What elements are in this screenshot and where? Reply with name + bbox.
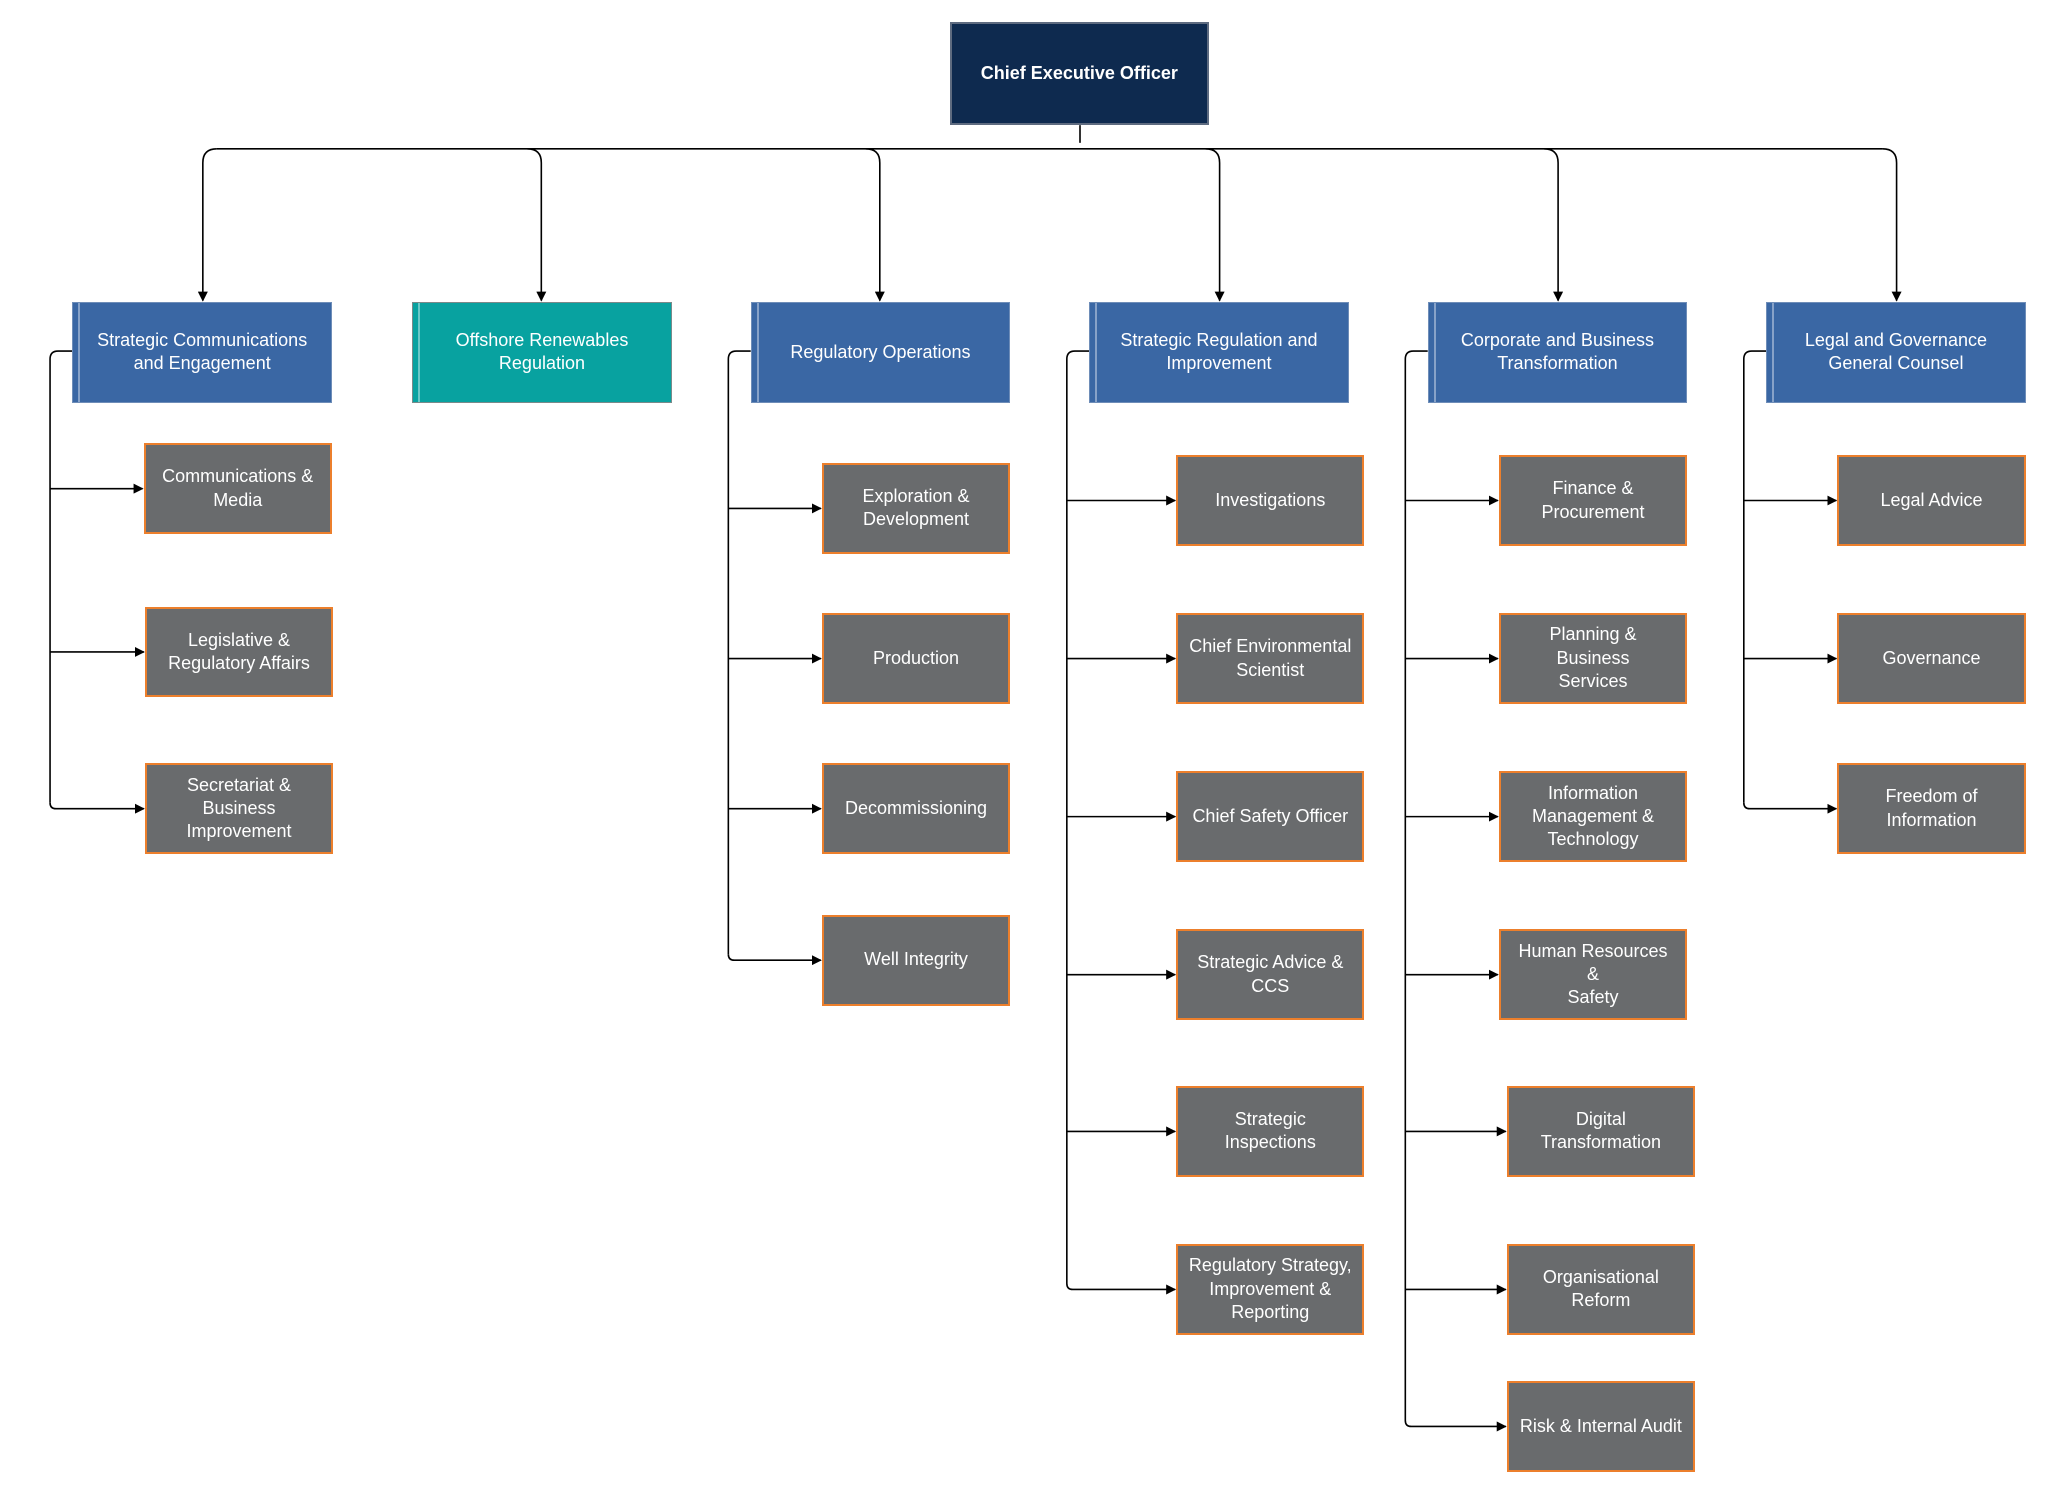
department-connector <box>197 148 217 302</box>
unit-label: Exploration & Development <box>862 486 970 530</box>
unit-box[interactable]: Freedom of Information <box>1837 763 2026 855</box>
unit-box[interactable]: Investigations <box>1176 455 1365 546</box>
unit-label: Human Resources & Safety <box>1518 940 1668 1008</box>
unit-label: Organisational Reform <box>1542 1267 1659 1311</box>
unit-connector <box>49 802 145 814</box>
department-label: Legal and Governance General Counsel <box>1804 329 1987 374</box>
department-box[interactable]: Legal and Governance General Counsel <box>1766 301 2026 404</box>
unit-box[interactable]: Risk & Internal Audit <box>1506 1381 1696 1472</box>
department-connector <box>1205 148 1225 302</box>
ceo-label: Chief Executive Officer <box>980 63 1178 84</box>
unit-label: Regulatory Strategy, Improvement & Repor… <box>1188 1255 1352 1323</box>
unit-box[interactable]: Planning & Business Services <box>1498 613 1688 704</box>
unit-box[interactable]: Regulatory Strategy, Improvement & Repor… <box>1176 1244 1365 1335</box>
ceo-box[interactable]: Chief Executive Officer <box>949 22 1210 126</box>
department-trunk-line <box>727 350 751 955</box>
department-label: Strategic Regulation and Improvement <box>1120 329 1318 374</box>
unit-label: Communications & Media <box>162 466 314 510</box>
department-connector <box>527 148 547 302</box>
unit-label: Digital Transformation <box>1540 1109 1662 1153</box>
unit-box[interactable]: Strategic Advice & CCS <box>1176 929 1365 1021</box>
department-box[interactable]: Offshore Renewables Regulation <box>412 301 672 404</box>
unit-box[interactable]: Chief Safety Officer <box>1176 771 1365 863</box>
unit-box[interactable]: Exploration & Development <box>821 462 1011 554</box>
unit-box[interactable]: Secretariat & Business Improvement <box>144 763 334 855</box>
department-box[interactable]: Corporate and Business Transformation <box>1427 301 1688 404</box>
unit-box[interactable]: Production <box>821 613 1011 704</box>
unit-label: Chief Environmental Scientist <box>1189 636 1352 680</box>
unit-label: Secretariat & Business Improvement <box>186 774 292 842</box>
unit-box[interactable]: Well Integrity <box>821 914 1011 1006</box>
unit-box[interactable]: Governance <box>1837 613 2026 704</box>
department-trunk-line <box>49 350 73 803</box>
unit-box[interactable]: Digital Transformation <box>1506 1085 1696 1177</box>
unit-label: Finance & Procurement <box>1541 478 1645 522</box>
department-trunk-line <box>1066 350 1090 1284</box>
department-box[interactable]: Regulatory Operations <box>750 301 1011 404</box>
unit-connector <box>1404 1420 1507 1432</box>
unit-box[interactable]: Finance & Procurement <box>1498 455 1688 546</box>
unit-box[interactable]: Organisational Reform <box>1506 1244 1696 1335</box>
unit-label: Risk & Internal Audit <box>1519 1415 1682 1436</box>
unit-box[interactable]: Legislative & Regulatory Affairs <box>144 606 334 698</box>
unit-connector <box>727 954 822 966</box>
unit-box[interactable]: Strategic Inspections <box>1176 1085 1365 1177</box>
department-connector <box>1882 148 1902 302</box>
department-box[interactable]: Strategic Regulation and Improvement <box>1089 301 1349 404</box>
unit-connector <box>1743 802 1838 814</box>
unit-box[interactable]: Decommissioning <box>821 763 1011 855</box>
unit-label: Legislative & Regulatory Affairs <box>168 629 310 673</box>
unit-label: Production <box>872 647 960 668</box>
unit-label: Governance <box>1882 647 1981 668</box>
department-trunk-line <box>1404 350 1428 1421</box>
department-label: Offshore Renewables Regulation <box>455 329 629 374</box>
unit-label: Information Management & Technology <box>1531 782 1655 850</box>
unit-box[interactable]: Chief Environmental Scientist <box>1176 613 1365 704</box>
department-label: Regulatory Operations <box>790 341 971 362</box>
department-label: Strategic Communications and Engagement <box>97 329 308 374</box>
unit-label: Investigations <box>1215 489 1326 510</box>
department-label: Corporate and Business Transformation <box>1460 329 1654 374</box>
department-trunk-line <box>1743 350 1767 803</box>
unit-label: Strategic Advice & CCS <box>1197 952 1344 996</box>
unit-label: Well Integrity <box>864 949 968 970</box>
unit-box[interactable]: Legal Advice <box>1837 455 2026 546</box>
unit-connector <box>1066 1283 1177 1295</box>
unit-label: Planning & Business Services <box>1549 624 1637 692</box>
unit-label: Freedom of Information <box>1885 786 1978 830</box>
department-connector <box>1544 148 1564 302</box>
unit-label: Decommissioning <box>844 798 988 819</box>
unit-label: Chief Safety Officer <box>1192 805 1349 826</box>
department-connector <box>865 148 885 302</box>
unit-label: Legal Advice <box>1880 489 1983 510</box>
department-box[interactable]: Strategic Communications and Engagement <box>72 301 332 404</box>
unit-box[interactable]: Communications & Media <box>143 443 332 535</box>
unit-box[interactable]: Information Management & Technology <box>1498 771 1688 863</box>
unit-box[interactable]: Human Resources & Safety <box>1498 929 1688 1021</box>
unit-label: Strategic Inspections <box>1224 1109 1316 1153</box>
